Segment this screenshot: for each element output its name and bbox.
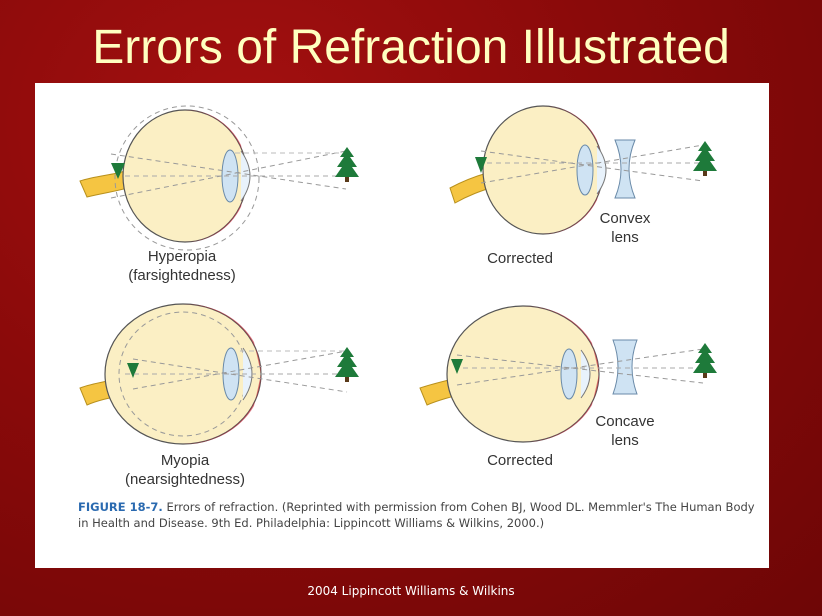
myopia-sublabel: (nearsightedness) (124, 471, 246, 488)
hyperopia-sublabel: (farsightedness) (128, 267, 236, 284)
convex-sublabel: lens (611, 229, 639, 246)
retina-image (127, 363, 139, 378)
convex-lens-shape (614, 139, 636, 199)
concave-lens-shape (612, 339, 638, 395)
normal-eye-outline (114, 105, 260, 251)
crystalline-lens (560, 348, 578, 400)
figure-number: FIGURE 18-7. (78, 500, 163, 514)
convex-corrected-eye (449, 105, 717, 235)
figure-caption: FIGURE 18-7. Errors of refraction. (Repr… (78, 499, 758, 531)
hyperopia-label: Hyperopia (147, 248, 217, 265)
myopia-label: Myopia (160, 452, 210, 469)
retina-image (475, 157, 487, 173)
tree-object (335, 147, 359, 182)
convex-label: Convex (599, 210, 651, 227)
hyperopia-eye (79, 105, 359, 251)
retina-image (451, 359, 463, 374)
crystalline-lens (576, 144, 594, 196)
concave-sublabel: lens (611, 432, 639, 449)
figure-panel: Hyperopia (farsightedness) Corrected Con… (35, 83, 769, 568)
caption-text: Errors of refraction. (Reprinted with pe… (78, 500, 755, 530)
cornea (596, 145, 607, 195)
cornea (580, 349, 591, 399)
retina-image (111, 163, 125, 179)
concave-corrected-eye (419, 305, 717, 443)
corrected-bottom-label: Corrected (487, 452, 553, 469)
myopia-eye (79, 303, 359, 445)
corrected-top-label: Corrected (487, 250, 553, 267)
tree-object (693, 343, 717, 378)
concave-label: Concave (595, 413, 655, 430)
slide-footer: 2004 Lippincott Williams & Wilkins (307, 584, 515, 598)
refraction-diagram (79, 105, 717, 445)
slide-title: Errors of Refraction Illustrated (92, 21, 730, 74)
